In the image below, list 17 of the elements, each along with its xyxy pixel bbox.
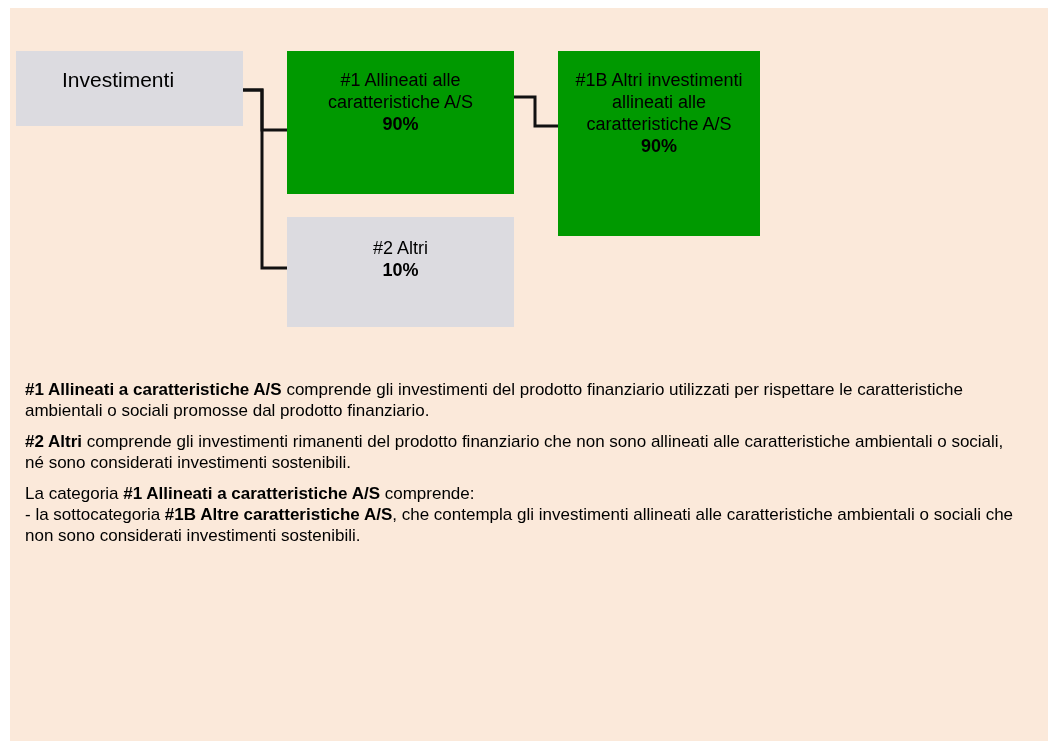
percentage-value: 90% bbox=[641, 135, 677, 157]
box-title: #1 Allineati alle caratteristiche A/S bbox=[326, 69, 475, 113]
category-box bbox=[558, 51, 760, 236]
description-paragraph: #1 Allineati a caratteristiche A/S comprende gli investimenti del prodotto finanziario utilizzati per rispettare le caratteristiche ambientali o sociali promosse dal prodotto finanziario. bbox=[25, 379, 964, 421]
connector-line bbox=[243, 88, 287, 270]
description-paragraph: - la sottocategoria #1B Altre caratteristiche A/S, che contempla gli investimenti allineati alle caratteristiche ambientali o sociali che non sono considerati investimenti sostenibili. bbox=[25, 504, 1015, 546]
connector-line bbox=[514, 95, 558, 128]
percentage-value: 90% bbox=[382, 113, 419, 135]
category-box bbox=[287, 217, 514, 327]
description-paragraph: La categoria #1 Allineati a caratteristiche A/S comprende: bbox=[25, 483, 476, 504]
percentage-value: 10% bbox=[382, 259, 419, 281]
box-title: #1B Altri investimenti allineati alle caratteristiche A/S bbox=[574, 69, 744, 135]
box-title: Investimenti bbox=[62, 69, 175, 91]
category-box bbox=[16, 51, 243, 126]
category-box bbox=[287, 51, 514, 194]
box-title: #2 Altri bbox=[373, 237, 428, 259]
description-paragraph: #2 Altri comprende gli investimenti rimanenti del prodotto finanziario che non sono allineati alle caratteristiche ambientali o sociali, né sono considerati investimenti sostenibili. bbox=[25, 431, 1005, 473]
